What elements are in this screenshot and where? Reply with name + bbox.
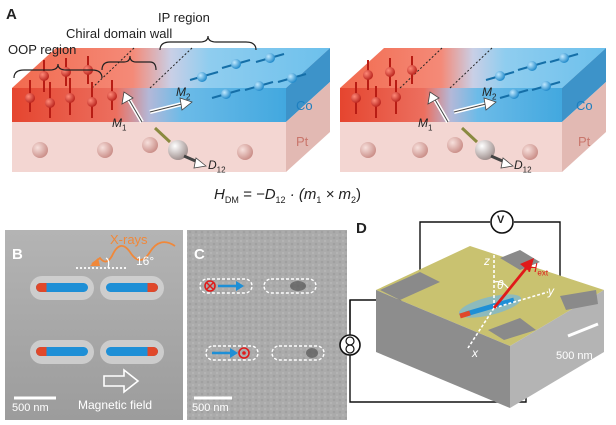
co-label-left: Co	[296, 98, 313, 113]
dmi-equation: HDM = −D12 · (m1 × m2)	[214, 186, 362, 205]
ip-region-label: IP region	[158, 10, 210, 25]
ip-spins	[189, 53, 307, 99]
panel-d-device	[339, 210, 604, 408]
panel-a-left-block	[12, 47, 330, 172]
region-brackets	[13, 35, 257, 79]
pt-label-right: Pt	[578, 134, 591, 149]
pt-label-left: Pt	[296, 134, 309, 149]
magnetic-field-label: Magnetic field	[78, 398, 153, 412]
angle-label: 16°	[136, 254, 155, 268]
scalebar-b-label: 500 nm	[12, 402, 49, 414]
scalebar-d-label: 500 nm	[556, 350, 593, 362]
x-axis-label: x	[472, 346, 478, 360]
chiral-domain-wall-label: Chiral domain wall	[66, 26, 173, 41]
m1-label-left: M1	[112, 116, 127, 133]
panel-b-image	[5, 230, 183, 420]
d12-label-left: D12	[208, 158, 226, 175]
z-axis-label: z	[484, 254, 490, 268]
voltmeter-label: V	[497, 214, 505, 226]
panel-c-image	[187, 230, 347, 420]
panel-a-right-block	[340, 47, 606, 172]
panel-d-letter: D	[356, 220, 367, 237]
co-label-right: Co	[576, 98, 593, 113]
m2-label-left: M2	[176, 85, 191, 102]
panel-c-letter: C	[194, 246, 205, 263]
panel-a-letter: A	[6, 6, 17, 23]
m1-label-right: M1	[418, 116, 433, 133]
scalebar-c-label: 500 nm	[192, 402, 229, 414]
theta-label: θ	[497, 278, 504, 292]
xrays-label: X-rays	[110, 232, 148, 247]
m2-label-right: M2	[482, 85, 497, 102]
oop-region-label: OOP region	[8, 42, 77, 57]
y-axis-label: y	[548, 284, 554, 298]
panel-b-letter: B	[12, 246, 23, 263]
d12-label-right: D12	[514, 158, 532, 175]
h-ext-label: Hext	[528, 260, 549, 278]
